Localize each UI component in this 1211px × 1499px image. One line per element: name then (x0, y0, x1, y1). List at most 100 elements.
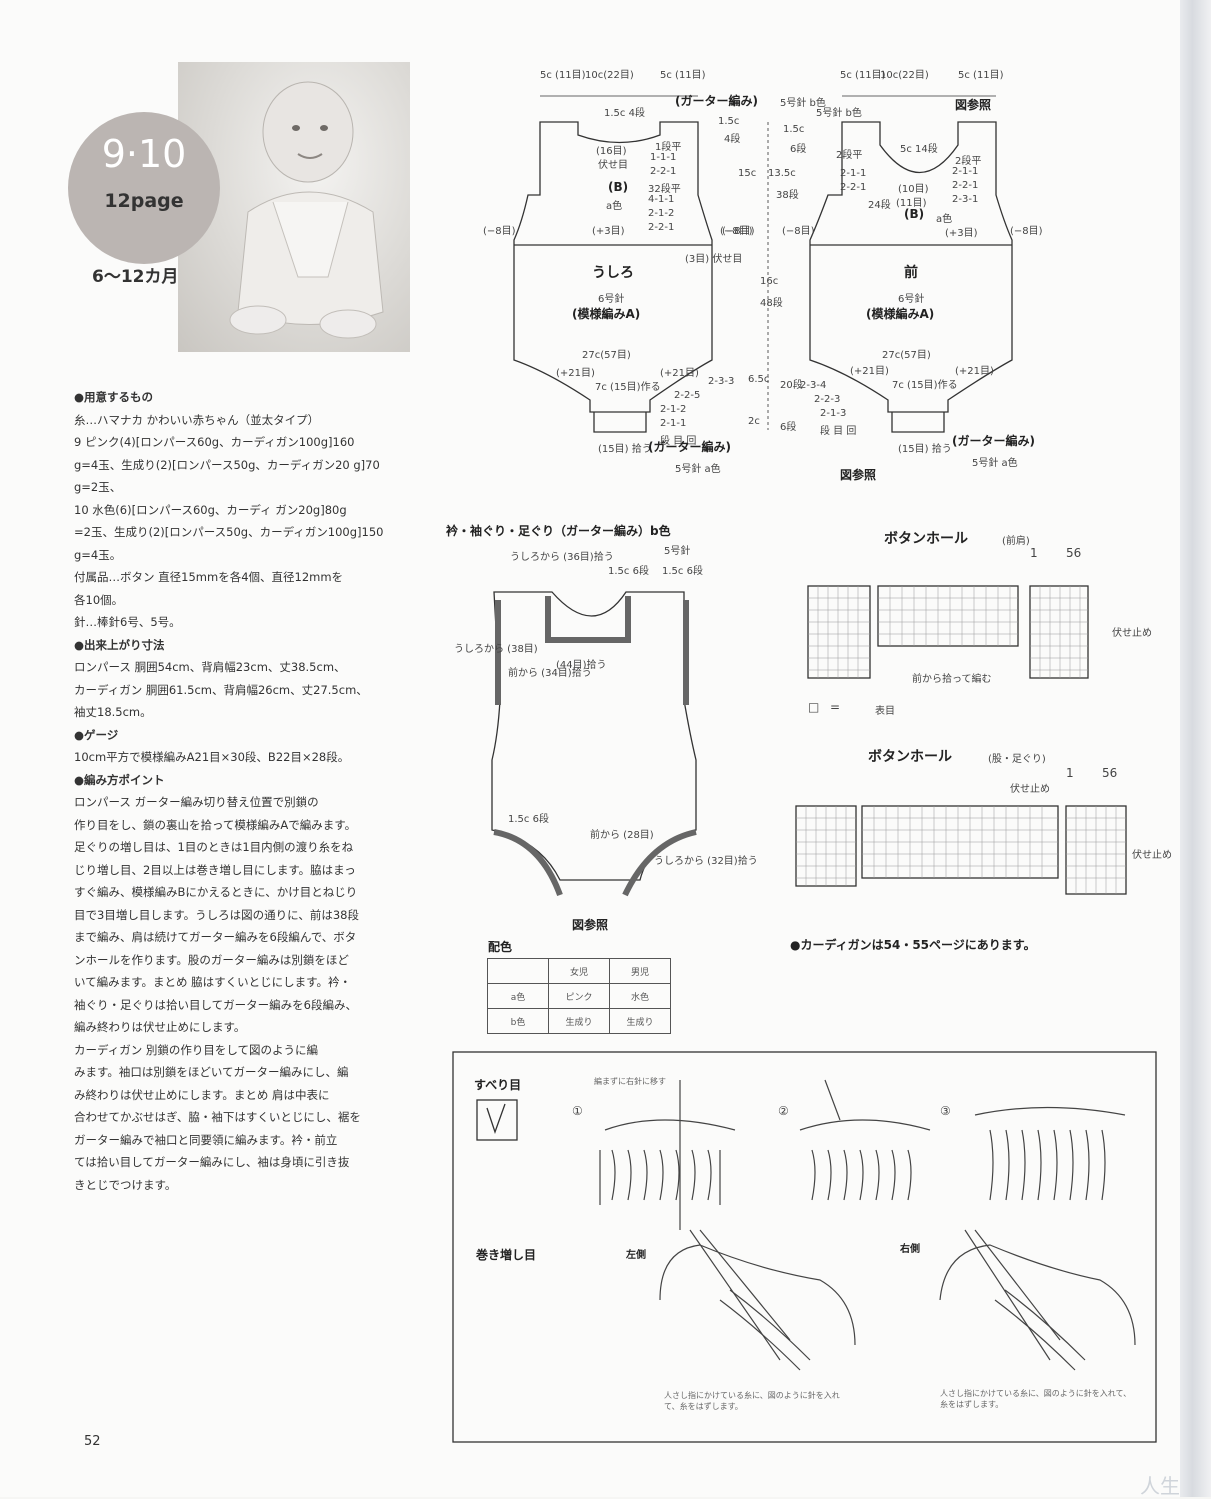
edging-neck-b: 1.5c 6段 (662, 566, 703, 577)
text-line: 合わせてかぶせはぎ、脇・袖下はすくいとじにし、裾を (74, 1110, 361, 1124)
back-garter-bottom: (ガーター編み) (648, 440, 731, 454)
back-armhole-dec: 1段平 (655, 142, 682, 153)
text-line: ●編み方ポイント (74, 772, 165, 787)
back-leg-inc-right: (+21目) (660, 368, 699, 379)
back-piece-outline (513, 121, 713, 413)
back-leg-row: 2-3-3 (708, 376, 735, 387)
legend-eq: = (830, 700, 841, 714)
text-line: ロンパース ガーター編み切り替え位置で別鎖の (74, 795, 319, 809)
front-neck: 5c 14段 (900, 144, 938, 155)
table-row: a色 ピンク 水色 (487, 983, 671, 1009)
front-side-dec: (−8目) (782, 226, 815, 237)
dim-a2: 1.5c (783, 124, 805, 135)
back-leg-row: 2-1-2 (660, 404, 687, 415)
front-crotch-width: 7c (15目)作る (892, 380, 958, 391)
table-cell: 生成り (548, 1008, 610, 1034)
buttonhole-shoulder-num56: 56 (1066, 546, 1082, 560)
text-line: まで編み、肩は続けてガーター編みを6段編んで、ボタ (74, 930, 357, 944)
table-row: b色 生成り 生成り (487, 1008, 671, 1034)
slip-step-2: ② (778, 1104, 789, 1118)
front-leg-row: 2-2-3 (814, 394, 841, 405)
back-crotch-width: 7c (15目)作る (595, 382, 661, 393)
front-leg-row: 段 目 回 (820, 426, 857, 437)
buttonhole-shoulder-subtitle: (前肩) (1002, 536, 1030, 547)
text-line: 袖丈18.5cm。 (74, 705, 152, 719)
front-piece-outline (809, 121, 1013, 413)
front-shoulder-rows: (10目) (898, 184, 929, 195)
text-line: すぐ編み、模様編みBにかえるときに、かけ目とねじり (74, 885, 358, 899)
front-top-dim-left: 5c (11目) (840, 70, 886, 81)
dim-c-rows: 38段 (776, 190, 799, 201)
back-leg-row: 段 目 回 (660, 436, 697, 447)
back-shoulder-count: (16目) (596, 146, 627, 157)
table-cell (487, 958, 549, 984)
back-leg-inc: (+21目) (556, 368, 595, 379)
edging-rows: 5号針 (664, 546, 691, 557)
text-line: ンホールを作ります。股のガーター編みは別鎖をほど (74, 952, 349, 967)
edging-front-neck: (44目)拾う (556, 660, 607, 671)
back-armhole-dec: 2-2-1 (650, 166, 677, 177)
text-line: ●用意するもの (74, 390, 154, 404)
dim-e: 6.5c (748, 374, 770, 385)
buttonhole-crotch-bind: 伏せ止め (1132, 850, 1172, 861)
back-leg-row: 2-1-1 (660, 418, 687, 429)
text-line: ロンパース 胴囲54cm、背肩幅23cm、丈38.5cm、 (74, 660, 346, 674)
front-left-row: 2-2-1 (840, 182, 867, 193)
text-line: 各10個。 (74, 592, 124, 607)
front-left-row: 2段平 (836, 150, 863, 161)
front-shoulder-rows2: (11目) (896, 198, 927, 209)
buttonhole-shoulder-note: 前から拾って編む (912, 674, 992, 685)
back-side-dec: (−8目) (483, 226, 516, 237)
table-row: 女児 男児 (487, 958, 671, 984)
buttonhole-crotch-bind-top: 伏せ止め (1010, 784, 1050, 795)
front-left-row: 2-1-1 (840, 168, 867, 179)
edging-back-pickup: うしろから (36目)拾う (510, 552, 614, 563)
back-pattern-b: (B) (608, 180, 629, 194)
front-needle: 6号針 (898, 294, 925, 305)
back-title: うしろ (592, 265, 634, 281)
edging-leg-front: 前から (28目) (590, 830, 654, 841)
front-garter-bottom-rows: 5号針 a色 (972, 458, 1018, 469)
buttonhole-crotch-title: ボタンホール (868, 749, 952, 765)
back-inc-row: 32段平 (648, 184, 681, 195)
text-line: 足ぐりの増し目は、1目のときは1目内側の渡り糸をね (74, 840, 354, 854)
back-top-dim-right: 5c (11目) (660, 70, 706, 81)
front-garter-bottom: (ガーター編み) (952, 434, 1035, 448)
back-neck-dim: 1.5c 4段 (604, 108, 645, 119)
front-leg-row: 2-3-4 (800, 380, 827, 391)
dim-b-rows: 6段 (790, 144, 807, 155)
front-leg-inc: (+21目) (850, 366, 889, 377)
text-line: ては拾い目してガーター編みにし、袖は身頃に引き抜 (74, 1155, 350, 1169)
text-line: g=2玉、 (74, 480, 122, 494)
cast-on-right: 右側 (900, 1244, 920, 1255)
back-inc-row: 2-2-1 (648, 222, 675, 233)
text-line: 10 水色(6)[ロンパース60g、カーディ ガン20g]80g (74, 502, 347, 517)
front-left-count: 24段 (868, 200, 891, 211)
edging-front-pickup: 前から (34目)拾う (508, 668, 592, 679)
table-cell: ピンク (548, 983, 610, 1009)
text-line: 糸…ハマナカ かわいい赤ちゃん（並太タイプ） (74, 412, 320, 427)
dim-d-rows: 48段 (760, 298, 783, 309)
back-leg-row: 2-2-5 (674, 390, 701, 401)
front-armhole-dec: 2-1-1 (952, 166, 979, 177)
page-number: 52 (84, 1434, 101, 1449)
buttonhole-crotch-num56: 56 (1102, 766, 1118, 780)
color-scheme-table: 女児 男児 a色 ピンク 水色 b色 生成り 生成り (487, 958, 671, 1034)
back-crotch-bottom: (15目) 拾う (598, 444, 652, 455)
edging-neck-a: 1.5c 6段 (608, 566, 649, 577)
pattern-diagrams (452, 95, 1157, 1443)
materials-text: ●用意するもの 糸…ハマナカ かわいい赤ちゃん（並太タイプ） 9 ピンク(4)[… (74, 386, 436, 1196)
front-leg-row: 2-1-3 (820, 408, 847, 419)
front-title: 前 (904, 265, 918, 281)
back-garter-bottom-rows: 5号針 a色 (675, 464, 721, 475)
dim-d: 16c (760, 276, 779, 287)
text-line: み終わりは伏せ止めにします。まとめ 肩は中表に (74, 1087, 330, 1102)
back-side-dec-right: (−8目) (720, 226, 753, 237)
front-side-inc: (+3目) (945, 228, 978, 239)
text-line: カーディガン 胴囲61.5cm、背肩幅26cm、丈27.5cm、 (74, 682, 368, 697)
text-line: 作り目をし、鎖の裏山を拾って模様編みAで編みます。 (74, 817, 357, 832)
text-line: g=4玉。 (74, 547, 122, 562)
front-bottom-width: 27c(57目) (882, 350, 931, 361)
cast-on-title: 巻き増し目 (476, 1248, 537, 1262)
edging-leg-rows: 1.5c 6段 (508, 814, 549, 825)
